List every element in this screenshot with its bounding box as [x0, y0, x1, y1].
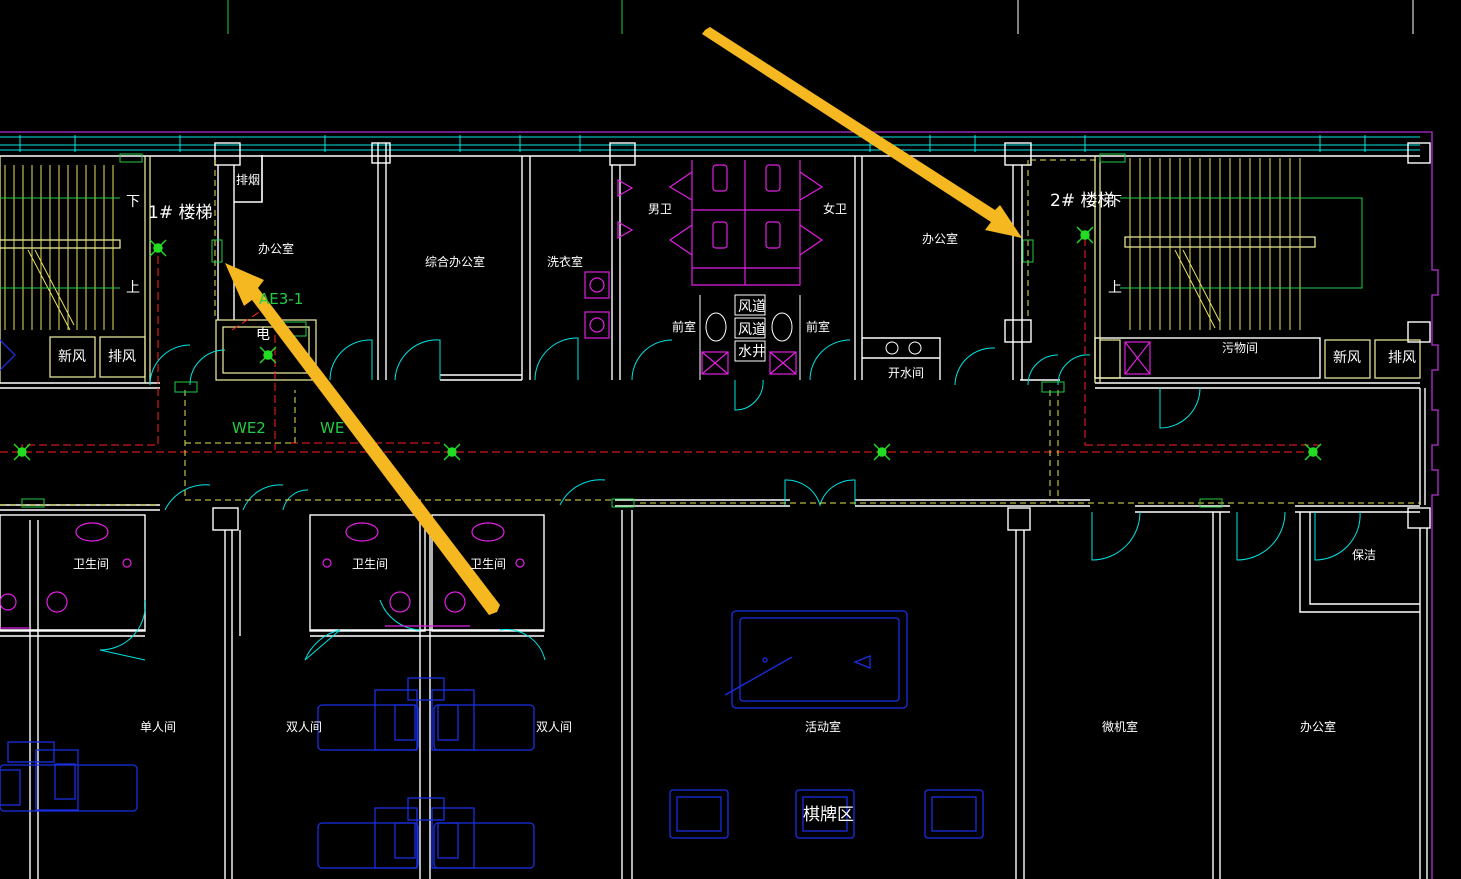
label-chess-area: 棋牌区 [803, 805, 854, 825]
label-bath-3: 卫生间 [470, 557, 506, 571]
walls [0, 142, 1431, 879]
label-electric: 电 [256, 327, 270, 343]
label-womens-wc: 女卫 [823, 201, 847, 216]
label-exhaust-left: 排风 [108, 349, 136, 365]
label-circuit-we: WE [320, 419, 344, 437]
stair2-treads [1129, 158, 1301, 330]
label-air-duct-1: 风道 [738, 299, 766, 315]
annotation-arrow-left [225, 263, 500, 615]
label-office-1: 办公室 [258, 241, 294, 256]
label-laundry: 洗衣室 [547, 254, 583, 269]
label-office-3: 办公室 [1300, 719, 1336, 734]
wc-partitions [0, 160, 1151, 629]
label-up-right: 上 [1108, 280, 1122, 296]
label-water-shaft: 水井 [738, 344, 766, 360]
label-down-right: 下 [1108, 194, 1122, 210]
label-single-room: 单人间 [140, 720, 176, 734]
label-boiling-water: 开水间 [888, 366, 924, 380]
light-fixture [259, 346, 277, 364]
annotation-arrow-right [702, 27, 1022, 238]
label-general-office: 综合办公室 [425, 254, 485, 269]
label-double-room-2: 双人间 [536, 720, 572, 734]
circuit-labels: AE3-1 WE2 WE [232, 290, 344, 437]
north-window-band [0, 135, 1420, 152]
label-down-left: 下 [126, 194, 140, 210]
label-computer-room: 微机室 [1102, 719, 1138, 734]
label-air-duct-2: 风道 [738, 322, 766, 338]
label-exhaust-right: 排风 [1388, 350, 1416, 366]
light-fixture [149, 239, 167, 257]
stair-direction-lines [0, 197, 1363, 289]
label-bath-1: 卫生间 [73, 557, 109, 571]
label-fresh-air-left: 新风 [58, 349, 86, 365]
label-mens-wc: 男卫 [648, 202, 672, 216]
grid-axis-ticks [227, 0, 623, 34]
furniture [0, 339, 984, 869]
label-bath-2: 卫生间 [352, 557, 388, 571]
label-fresh-air-right: 新风 [1333, 350, 1361, 366]
stair1-treads [4, 165, 114, 331]
light-fixture [13, 443, 31, 461]
electrical-panels [21, 153, 1223, 508]
label-cleaning: 保洁 [1352, 548, 1376, 562]
light-fixture [873, 443, 891, 461]
light-fixture [1076, 226, 1094, 244]
stair-walls [0, 156, 1421, 383]
label-anteroom-right: 前室 [806, 319, 830, 334]
label-stair2: 2# 楼梯 [1050, 191, 1114, 211]
light-fixture [443, 443, 461, 461]
light-fixture [1304, 443, 1322, 461]
door-swings [99, 337, 1361, 661]
label-up-left: 上 [126, 280, 140, 296]
label-double-room-1: 双人间 [286, 720, 322, 734]
label-anteroom-left: 前室 [672, 319, 696, 334]
sanitary-fixtures [699, 294, 922, 380]
room-labels: 1# 楼梯 2# 楼梯 下 上 下 上 排烟 办公室 综合办公室 洗衣室 男卫 … [58, 173, 1416, 825]
label-circuit-ae3-1: AE3-1 [259, 290, 303, 308]
label-stair1: 1# 楼梯 [148, 203, 212, 223]
label-dirt-room: 污物间 [1222, 341, 1258, 355]
light-fixtures [13, 226, 1322, 461]
building-boundary [0, 131, 1439, 879]
label-office-2: 办公室 [922, 231, 958, 246]
label-activity-room: 活动室 [805, 719, 841, 734]
label-circuit-we2: WE2 [232, 419, 266, 437]
label-exhaust-flue: 排烟 [236, 173, 260, 187]
grid-axis-ticks-white [1017, 0, 1414, 34]
electrical-circuits-yellow [0, 159, 1420, 506]
